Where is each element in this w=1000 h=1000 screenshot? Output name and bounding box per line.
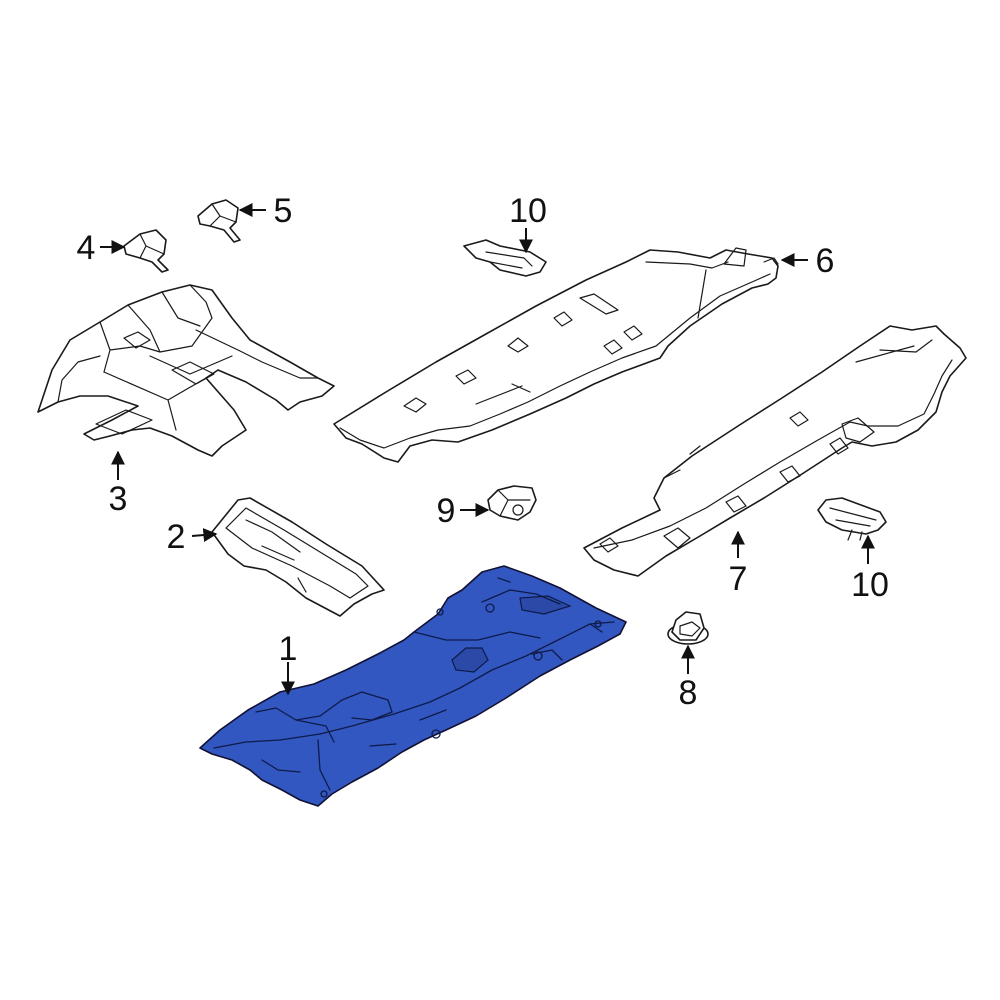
callout-4[interactable]: 4 [77, 229, 96, 267]
callout-6[interactable]: 6 [816, 242, 835, 280]
part-10-clip-upper[interactable] [463, 239, 547, 277]
leader-lines [100, 203, 875, 696]
part-1-front-floor-shield[interactable] [199, 565, 627, 807]
callout-8[interactable]: 8 [679, 674, 698, 712]
part-5-bracket[interactable] [197, 199, 241, 243]
callout-9[interactable]: 9 [437, 492, 456, 530]
part-6-floor-shield-left[interactable] [333, 247, 779, 463]
callout-2[interactable]: 2 [167, 518, 186, 556]
part-7-floor-shield-right[interactable] [583, 325, 967, 577]
part-3-crossmember[interactable] [37, 284, 335, 457]
callout-1[interactable]: 1 [279, 630, 298, 668]
part-2-tunnel-shield[interactable] [211, 497, 385, 617]
part-10-clip-lower[interactable] [817, 497, 887, 541]
callout-7[interactable]: 7 [729, 560, 748, 598]
callout-10-upper[interactable]: 10 [509, 192, 547, 230]
part-4-bracket[interactable] [123, 229, 169, 273]
part-8-fastener[interactable] [667, 611, 709, 645]
part-9-retainer[interactable] [487, 485, 537, 521]
callout-5[interactable]: 5 [274, 192, 293, 230]
leader-2 [191, 528, 218, 543]
callout-10-lower[interactable]: 10 [851, 566, 889, 604]
callout-3[interactable]: 3 [109, 480, 128, 518]
callout-labels: 1 2 3 4 5 6 7 8 9 10 10 [77, 192, 889, 712]
